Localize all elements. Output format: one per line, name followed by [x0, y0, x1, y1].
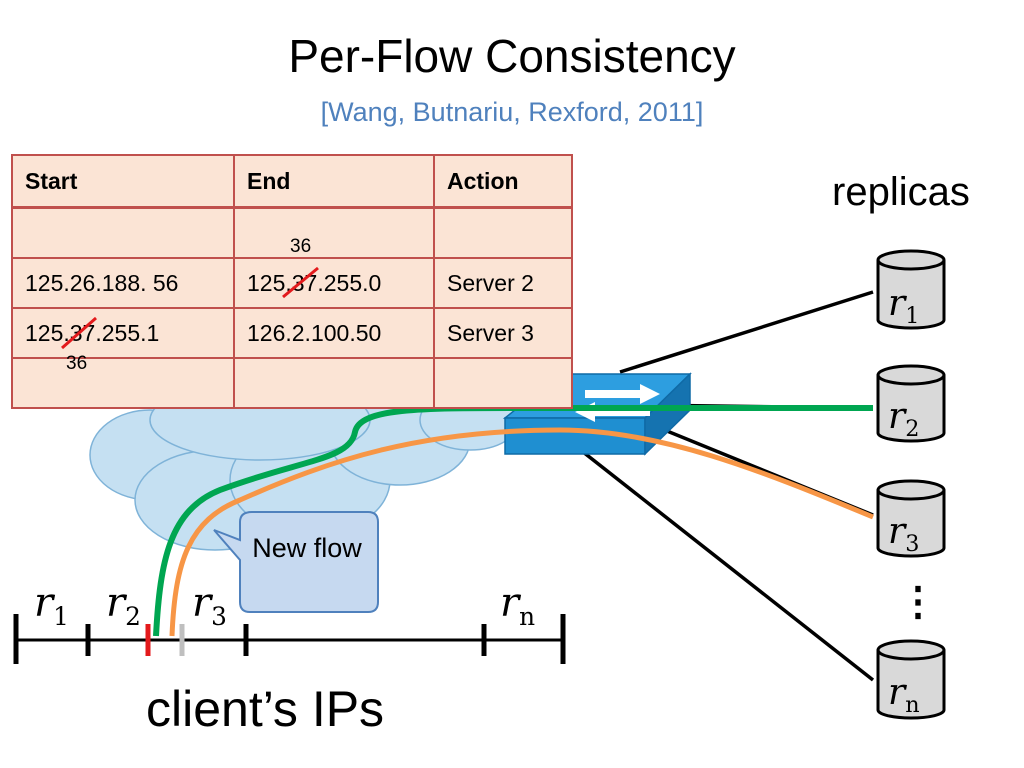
- replica-r3-label: r3: [888, 511, 920, 557]
- link-r1: [619, 290, 874, 374]
- client-ip-axis: [13, 614, 566, 664]
- new-flow-path: [169, 427, 874, 637]
- table-cell: [433, 357, 573, 409]
- table-row: [11, 206, 573, 259]
- replica-r1-label: r1: [888, 283, 920, 329]
- header-end: End: [233, 154, 435, 209]
- table-cell: [433, 206, 573, 259]
- axis-label-r3: r3: [192, 580, 227, 631]
- table-cell: Server 3: [433, 307, 573, 359]
- start-correction-36: 36: [66, 353, 88, 374]
- replica-r1-icon: [876, 249, 946, 330]
- table-row: 125.37.255.1 126.2.100.50 Server 3: [11, 307, 573, 359]
- replicas-heading: replicas: [832, 170, 970, 214]
- replica-rn-label: rn: [888, 672, 920, 718]
- replica-r3-icon: [876, 479, 946, 558]
- table-cell: [11, 357, 235, 409]
- replica-r2-label: r2: [888, 396, 920, 442]
- table-cell: [233, 206, 435, 259]
- axis-label-r2: r2: [106, 580, 141, 631]
- header-start: Start: [11, 154, 235, 209]
- existing-flow-path: [153, 405, 873, 637]
- replica-links: [576, 290, 875, 682]
- axis-label-rn: rn: [500, 580, 536, 631]
- more-replicas-ellipsis: ⋮: [898, 580, 938, 624]
- header-action: Action: [433, 154, 573, 209]
- table-cell: 125.37.255.0: [233, 257, 435, 309]
- axis-label-r1: r1: [34, 580, 69, 631]
- table-cell: 125.26.188. 56: [11, 257, 235, 309]
- table-cell: Server 2: [433, 257, 573, 309]
- link-rn: [576, 446, 875, 682]
- replica-rn-icon: [876, 639, 946, 720]
- end-correction-36: 36: [290, 236, 312, 257]
- flow-rule-table: Start End Action 125.26.188. 56 125.37.2…: [11, 154, 573, 409]
- table-row: 125.26.188. 56 125.37.255.0 Server 2: [11, 257, 573, 309]
- new-flow-callout: [213, 511, 379, 613]
- table-cell: 126.2.100.50: [233, 307, 435, 359]
- table-row: [11, 357, 573, 409]
- page-title: Per-Flow Consistency: [288, 30, 736, 82]
- client-ips-label: client’s IPs: [146, 681, 385, 737]
- citation-subtitle: [Wang, Butnariu, Rexford, 2011]: [320, 97, 704, 127]
- table-cell: [233, 357, 435, 409]
- table-header-row: Start End Action: [11, 154, 573, 209]
- replica-r2-icon: [876, 364, 946, 443]
- new-flow-callout-text: New flow: [252, 533, 362, 563]
- table-cell: [11, 206, 235, 259]
- table-cell: 125.37.255.1: [11, 307, 235, 359]
